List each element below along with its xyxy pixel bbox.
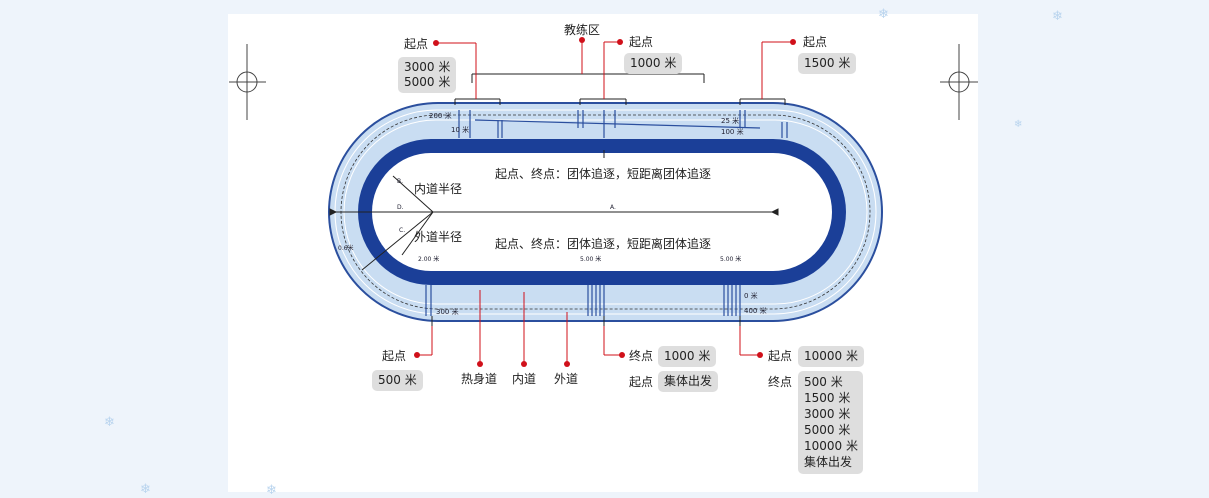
finish-item: 500 米 [804,375,843,389]
snowflake-icon: ❄ [1052,9,1063,24]
bottom-left-start-label: 起点 [382,349,407,363]
inner-radius-label: 内道半径 [414,182,463,196]
snowflake-icon: ❄ [1014,119,1023,130]
snowflake-icon: ❄ [104,415,115,430]
outer-radius-label: 外道半径 [414,230,463,244]
bottom-right-finish-pill: 500 米 1500 米 3000 米 5000 米 10000 米 集体出发 [798,371,863,474]
coach-area-label: 教练区 [564,23,601,37]
warmup-lane-label: 热身道 [461,372,498,386]
mark-200m: 200 米 [429,112,452,120]
bottom-right-start-pill: 10000 米 [798,346,864,367]
red-leader-lines [417,40,793,364]
crossing-lines-bottom [425,285,741,316]
top-left-start-label: 起点 [404,37,429,51]
mark-0m: 0 米 [744,292,758,300]
distance-3000: 3000 米 [404,60,451,74]
top-left-distance-pill: 3000 米 5000 米 [398,57,457,93]
bottom-right-start-label: 起点 [768,349,793,363]
bottom-left-distance-pill: 500 米 [372,370,423,391]
distance-1000: 1000 米 [630,56,677,70]
mark-300m: 300 米 [436,308,459,316]
width-5m-right: 5.00 米 [720,256,742,263]
width-2m: 2.00 米 [418,256,440,263]
radius-letter-c: C. [399,227,406,234]
radius-letter-a: A. [610,204,616,211]
mark-400m: 400 米 [744,307,767,315]
crossing-lines-top [458,110,788,138]
mark-10m: 10 米 [451,126,470,134]
bottom-center-finish-label: 终点 [629,349,654,363]
top-center-distance-pill: 1000 米 [624,53,683,74]
snowflake-icon: ❄ [878,7,889,22]
distance-5000: 5000 米 [404,75,451,89]
top-right-start-label: 起点 [803,35,828,49]
top-center-start-label: 起点 [629,35,654,49]
distance-500: 500 米 [378,373,417,387]
mark-25m: 25 米 [721,117,740,125]
bottom-center-start-pill: 集体出发 [658,371,719,392]
finish-item: 5000 米 [804,423,851,437]
snowflake-icon: ❄ [140,482,151,497]
finish-item: 1500 米 [804,391,851,405]
start-10000: 10000 米 [804,349,858,363]
mass-start: 集体出发 [664,374,713,388]
finish-item: 3000 米 [804,407,851,421]
finish-1000: 1000 米 [664,349,711,363]
red-dot-marker-icon [414,37,796,367]
width-5m-center: 5.00 米 [580,256,602,263]
top-right-distance-pill: 1500 米 [798,53,857,74]
outer-lane-label: 外道 [554,372,579,386]
finish-item: 10000 米 [804,439,858,453]
width-0-6m: 0.6米 [338,245,354,252]
radius-letter-d: D. [397,204,404,211]
distance-1500: 1500 米 [804,56,851,70]
radius-lines [329,175,779,271]
registration-crosshair-icon [229,44,266,120]
snowflake-icon: ❄ [266,483,277,498]
registration-crosshair-icon [940,44,978,120]
upper-start-finish-text: 起点、终点：团体追逐，短距离团体追逐 [495,167,712,181]
lower-start-finish-text: 起点、终点：团体追逐，短距离团体追逐 [495,237,712,251]
top-brackets [431,73,786,326]
mark-100m: 100 米 [721,128,744,136]
inner-lane-label: 内道 [512,372,537,386]
bottom-center-start-label: 起点 [629,375,654,389]
bottom-center-finish-pill: 1000 米 [658,346,717,367]
radius-letter-b: B. [397,178,404,185]
finish-item: 集体出发 [804,455,853,469]
bottom-right-finish-label: 终点 [768,375,793,389]
